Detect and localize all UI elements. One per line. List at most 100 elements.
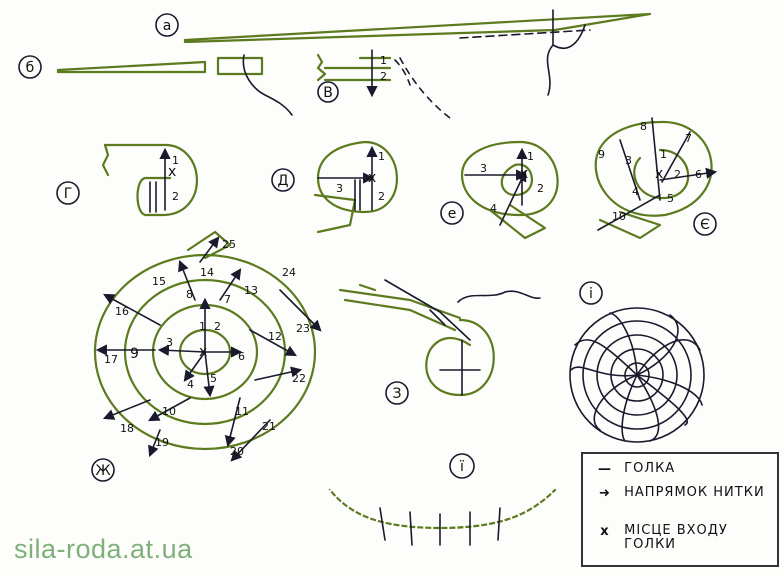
step-e-figure: е x 1 2 3 4: [440, 140, 559, 240]
step-ye-arrow-6: [659, 167, 718, 181]
step-e-num-3: 3: [480, 162, 487, 175]
step-zh-num-20: 20: [230, 445, 244, 458]
step-zh-num-13: 13: [244, 284, 258, 297]
step-v-straw-end: [316, 53, 327, 82]
step-zh-num-19: 19: [155, 436, 169, 449]
step-a-label: а: [163, 18, 172, 34]
legend-entry-label: МІСЦЕ ВХОДУ ГОЛКИ: [624, 523, 728, 552]
step-a-label-circle: [155, 13, 179, 37]
step-zh-label-circle: [91, 458, 115, 482]
step-zh-figure: Ж x 1 2 3 4 5: [91, 230, 322, 482]
step-zh-num-25: 25: [222, 238, 236, 251]
step-z-label-circle: [385, 381, 409, 405]
step-zh-straw: [186, 230, 232, 260]
step-ye-stitches: [597, 117, 691, 231]
step-i-spokes: [570, 312, 703, 442]
step-ye-label-circle: [693, 212, 717, 236]
step-zh-num-15: 15: [152, 275, 166, 288]
step-i-label: і: [589, 286, 593, 302]
needle-icon: —: [598, 462, 612, 477]
step-ye-num-2: 2: [674, 168, 681, 181]
step-ye-num-1: 1: [660, 148, 667, 161]
step-i-ring-5: [624, 362, 650, 388]
step-zh-num-11: 11: [235, 405, 249, 418]
step-d-num-2: 2: [378, 190, 385, 203]
step-zh-num-3: 3: [166, 336, 173, 349]
step-i-ring-2: [582, 320, 692, 430]
step-d-label: Д: [278, 173, 289, 189]
step-yi-figure: ї: [328, 453, 557, 546]
step-zh-num-22: 22: [292, 372, 306, 385]
step-i-ring-3: [596, 334, 678, 416]
step-zh-num-6: 6: [238, 350, 245, 363]
step-ye-num-9: 9: [598, 148, 605, 161]
step-ye-straw: [598, 210, 662, 240]
step-ye-num-10: 10: [612, 210, 626, 223]
step-e-label-circle: [440, 201, 464, 225]
cross-icon: x: [600, 524, 610, 539]
step-zh-stitches: [95, 236, 322, 462]
step-zh-num-5: 5: [210, 372, 217, 385]
arrow-right-icon: ➜: [599, 486, 611, 501]
step-b-label-circle: [18, 55, 42, 79]
step-d-num-1: 1: [378, 150, 385, 163]
step-a-figure: а: [155, 9, 652, 96]
step-d-cross: x: [368, 170, 376, 186]
step-g-num-2: 2: [172, 190, 179, 203]
step-d-label-circle: [271, 168, 295, 192]
step-v-dashed: [394, 57, 451, 119]
step-zh-cross-center: x: [199, 344, 207, 360]
step-ye-coil-inner: [633, 148, 690, 200]
step-e-num-1: 1: [527, 150, 534, 163]
step-e-num-4: 4: [490, 202, 497, 215]
step-yi-edge-loops: [328, 488, 557, 531]
step-ye-num-6: 6: [695, 168, 702, 181]
legend-entry-row: x МІСЦЕ ВХОДУ ГОЛКИ: [591, 524, 774, 552]
step-e-straw: [488, 203, 547, 240]
step-z-straw: [338, 283, 462, 332]
step-z-stitches: [439, 339, 481, 396]
legend-direction-label: НАПРЯМОК НИТКИ: [624, 485, 765, 500]
step-z-thread: [457, 290, 541, 303]
step-i-outer: [569, 307, 705, 443]
step-i-figure: і: [569, 281, 705, 443]
step-z-coil: [425, 318, 495, 397]
step-ye-cross: x: [655, 166, 663, 182]
step-b-label: б: [26, 60, 35, 76]
step-v-label: В: [323, 85, 333, 101]
step-d-coil: [316, 140, 398, 214]
step-b-thread: [242, 54, 293, 116]
step-g-coil: [103, 143, 198, 217]
step-z-label: З: [393, 386, 402, 402]
step-zh-num-14: 14: [200, 266, 214, 279]
step-zh-num-24: 24: [282, 266, 296, 279]
step-zh-num-12: 12: [268, 330, 282, 343]
step-g-figure: Г x 1 2: [56, 143, 198, 217]
step-e-label: е: [448, 206, 457, 222]
step-d-straw: [313, 193, 357, 234]
step-g-straw-end: [101, 143, 110, 177]
step-ye-num-5: 5: [667, 192, 674, 205]
step-d-figure: Д x 1 2 3: [271, 140, 398, 234]
step-ye-num-4: 4: [632, 185, 639, 198]
step-v-label-circle: [317, 81, 339, 103]
step-zh-num-7: 7: [224, 293, 231, 306]
step-zh-num-8: 8: [186, 288, 193, 301]
step-yi-edge-band: [328, 488, 557, 530]
step-ye-coil-outer: [594, 120, 713, 217]
step-zh-label: Ж: [95, 463, 110, 479]
step-v-figure: В 1 2: [316, 49, 451, 119]
legend-needle-row: — ГОЛКА: [591, 462, 675, 478]
step-zh-num-23: 23: [296, 322, 310, 335]
step-v-num-2: 2: [380, 70, 387, 83]
step-g-label: Г: [64, 186, 73, 202]
step-zh-num-16: 16: [115, 305, 129, 318]
step-ye-num-8: 8: [640, 120, 647, 133]
step-d-stitches: [354, 179, 361, 211]
step-e-cross: x: [520, 166, 528, 182]
watermark-text: sila-roda.at.ua: [14, 534, 193, 564]
step-a-dashed-thread: [459, 29, 591, 39]
step-zh-num-2: 2: [214, 320, 221, 333]
